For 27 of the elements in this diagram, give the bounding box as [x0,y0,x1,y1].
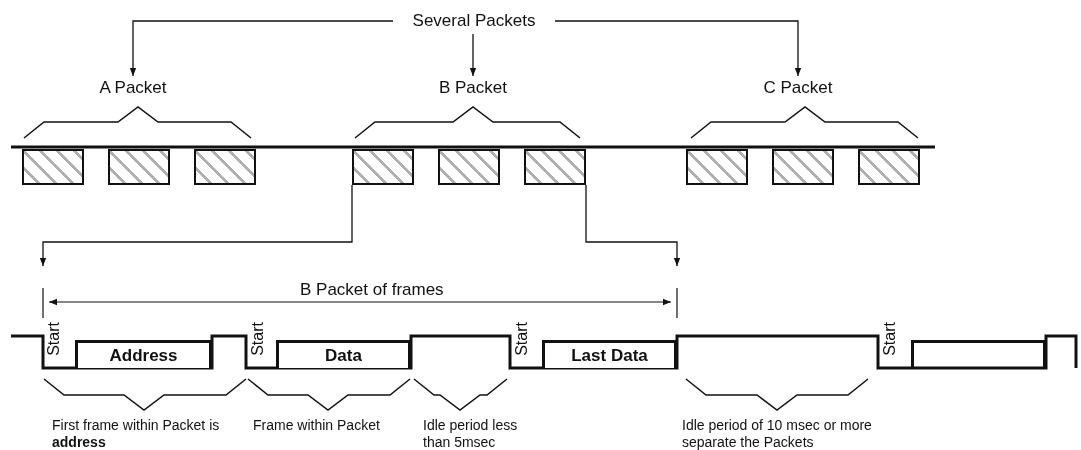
arrow [585,184,681,267]
hatched-frame-box [524,149,586,185]
dimension-label: B Packet of frames [300,280,444,301]
arrow [554,20,802,77]
hatched-frame-box [22,149,84,185]
hatched-frame-box [686,149,748,185]
note-text: Idle period less than 5msec [423,417,519,450]
hatched-frame-box [352,149,414,185]
start-label: Start [514,322,530,356]
start-label: Start [882,322,898,356]
hatched-frame-box [108,149,170,185]
note-text: First frame within Packet is address [52,417,221,450]
frame-box: Last Data [542,340,677,368]
frame-box: Data [276,340,411,368]
frame-box: Address [75,340,212,368]
arrow [469,33,477,77]
hatched-frame-box [772,149,834,185]
frame-box [911,340,1046,368]
start-label: Start [250,322,266,356]
hatched-frame-box [438,149,500,185]
note-text: Idle period of 10 msec or more separate the Packets [682,417,873,450]
arrow [39,184,353,267]
note-text: Frame within Packet [253,417,380,434]
start-label: Start [46,322,62,356]
arrow [129,20,394,77]
hatched-frame-box [194,149,256,185]
hatched-frame-box [858,149,920,185]
